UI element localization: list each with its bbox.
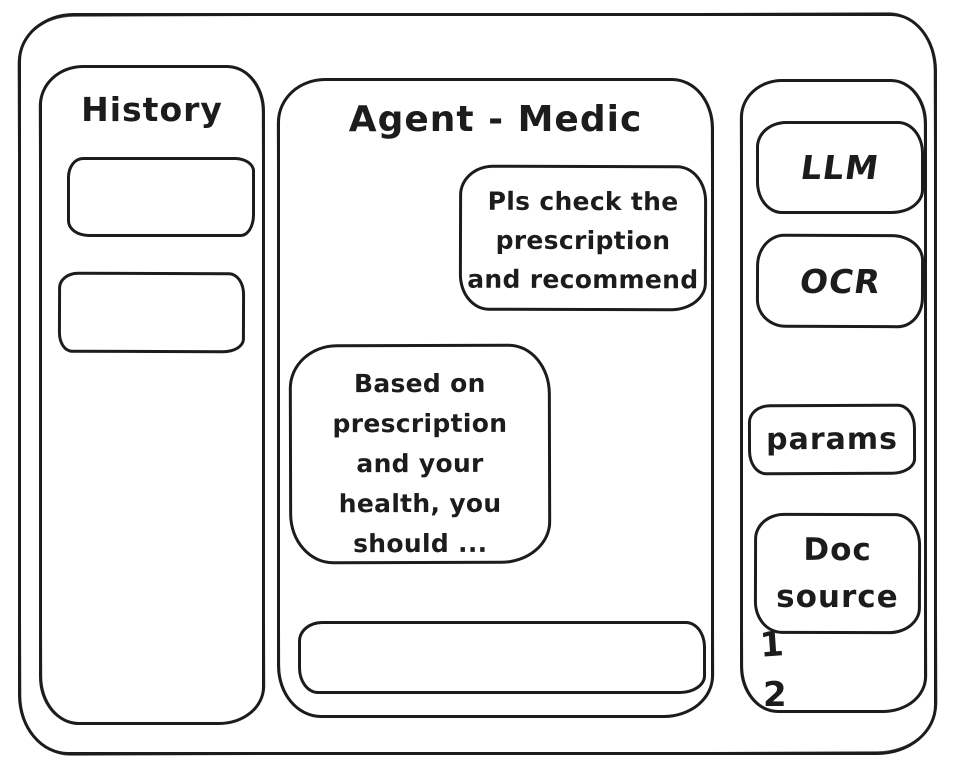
message-line: and your bbox=[356, 448, 484, 479]
tools-panel: LLM OCR params Doc source 1 2 bbox=[740, 79, 927, 713]
doc-source-button-line: Doc bbox=[803, 531, 872, 568]
message-line: Pls check the bbox=[487, 186, 679, 217]
doc-source-item-2[interactable]: 2 bbox=[763, 675, 787, 715]
ocr-button[interactable]: OCR bbox=[755, 233, 925, 329]
doc-source-button[interactable]: Doc source bbox=[753, 512, 922, 635]
message-line: should ... bbox=[353, 528, 488, 559]
chat-title: Agent - Medic bbox=[348, 99, 643, 140]
history-panel: History bbox=[39, 65, 265, 725]
history-item[interactable] bbox=[57, 271, 246, 354]
history-item[interactable] bbox=[67, 157, 255, 237]
message-line: Based on bbox=[353, 368, 486, 399]
app-window-frame: History Agent - Medic Pls check the pres… bbox=[18, 13, 937, 755]
user-message-bubble: Pls check the prescription and recommend bbox=[458, 164, 708, 312]
chat-input[interactable] bbox=[301, 624, 703, 691]
doc-source-item-1[interactable]: 1 bbox=[758, 624, 786, 666]
assistant-message-bubble: Based on prescription and your health, y… bbox=[288, 343, 552, 565]
params-button-label: params bbox=[766, 421, 898, 458]
history-title: History bbox=[81, 90, 223, 129]
chat-panel: Agent - Medic Pls check the prescription… bbox=[277, 78, 714, 718]
chat-input-box bbox=[298, 621, 706, 694]
message-line: health, you bbox=[338, 488, 502, 519]
doc-source-button-line: source bbox=[776, 578, 899, 615]
llm-button[interactable]: LLM bbox=[756, 121, 924, 214]
llm-button-label: LLM bbox=[798, 148, 882, 187]
message-line: prescription bbox=[495, 225, 671, 256]
params-button[interactable]: params bbox=[747, 403, 917, 476]
message-line: and recommend bbox=[467, 264, 699, 295]
ocr-button-label: OCR bbox=[796, 261, 884, 301]
message-line: prescription bbox=[332, 408, 508, 439]
